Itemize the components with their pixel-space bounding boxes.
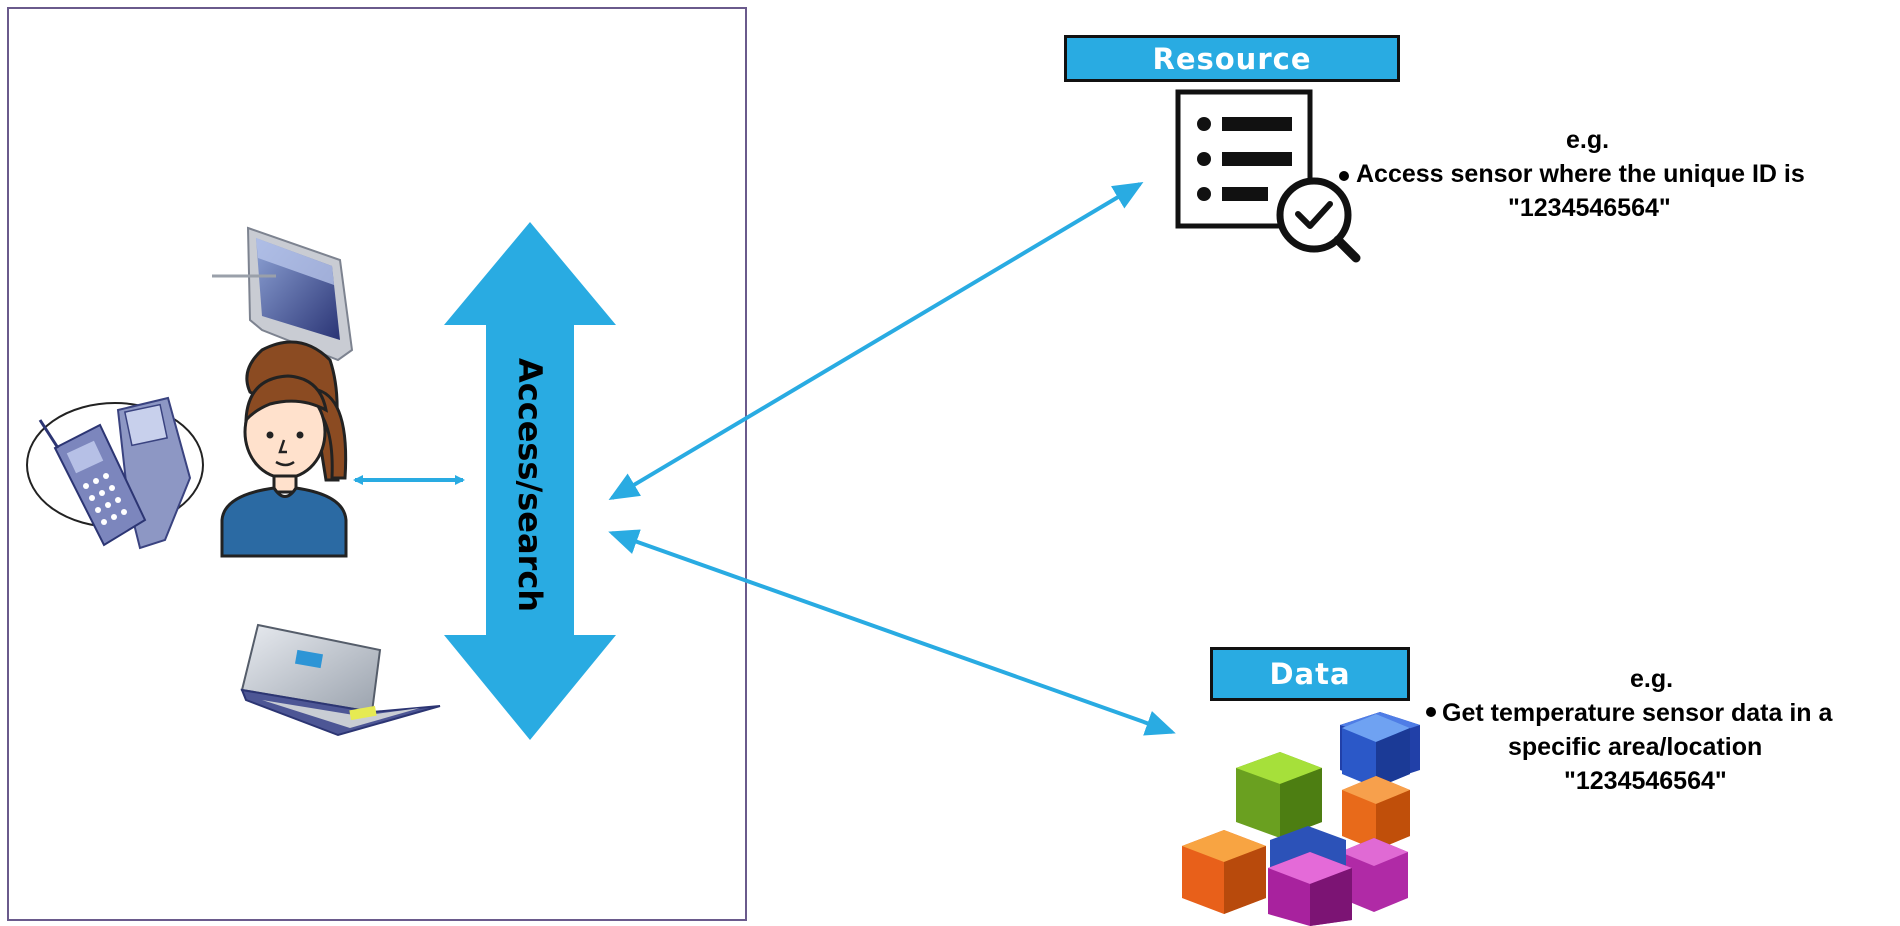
data-eg-label: e.g. xyxy=(1630,665,1674,693)
colored-cubes-icon xyxy=(1182,712,1420,926)
resource-bullet-line1: Access sensor where the unique ID is xyxy=(1356,160,1805,188)
resource-eg-label: e.g. xyxy=(1566,126,1610,154)
data-bullet-line1: Get temperature sensor data in a xyxy=(1442,699,1833,727)
access-search-arrow xyxy=(444,222,616,740)
resource-arrow xyxy=(608,181,1144,501)
resource-title: Resource xyxy=(1064,35,1400,82)
resource-bullet-line2: "1234546564" xyxy=(1508,194,1671,222)
data-example: e.g. Get temperature sensor data in a sp… xyxy=(1442,662,1898,798)
data-bullet-line2: specific area/location xyxy=(1508,733,1763,761)
access-search-label: Access/search xyxy=(511,358,549,613)
mobile-devices-icon xyxy=(26,396,204,550)
data-title: Data xyxy=(1210,647,1410,701)
resource-example: e.g. Access sensor where the unique ID i… xyxy=(1356,123,1892,225)
checklist-magnifier-icon xyxy=(1175,89,1361,263)
user-avatar-icon xyxy=(220,340,348,558)
laptop-icon xyxy=(240,623,441,737)
data-bullet xyxy=(1426,707,1436,717)
resource-bullet xyxy=(1339,171,1349,181)
data-arrow xyxy=(608,529,1176,736)
tablet-icon xyxy=(212,226,354,362)
data-bullet-line3: "1234546564" xyxy=(1564,767,1727,795)
